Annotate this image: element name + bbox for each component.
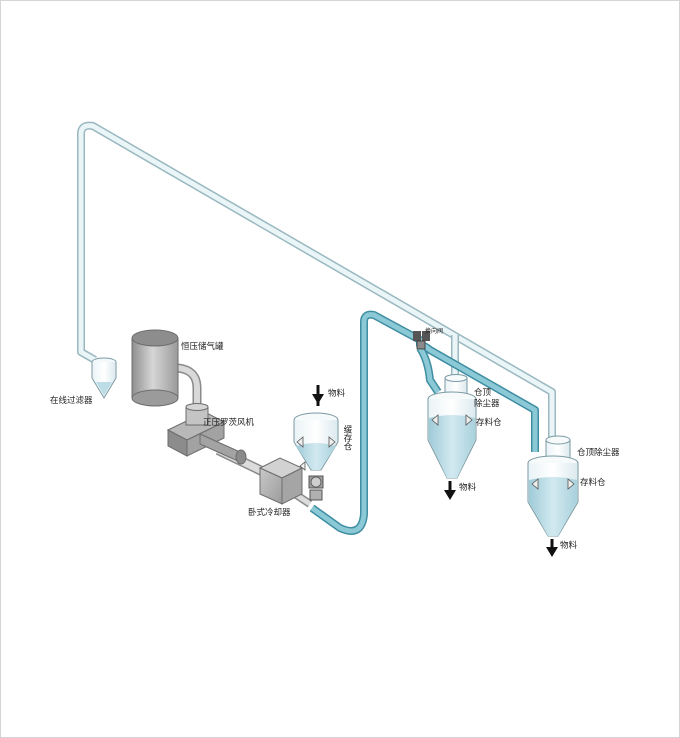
vibrator-icon: [296, 436, 336, 471]
blower-label: 正压罗茨风机: [203, 417, 255, 428]
roots-blower: [166, 403, 247, 465]
material-out-arrow-icon: [444, 490, 456, 500]
filter-label: 在线过滤器: [50, 395, 93, 406]
material-out-2-label: 物料: [560, 540, 578, 551]
buffer-bin: [293, 385, 339, 501]
online-filter: [91, 357, 117, 399]
storage-bin-2-label: 存料仓: [580, 477, 606, 488]
return-air-pipe: [77, 121, 556, 440]
cooler-label: 卧式冷却器: [248, 507, 291, 518]
conveying-pipe: [309, 310, 539, 535]
diverter-valve: [413, 331, 430, 350]
storage-bin-1: [427, 374, 477, 500]
material-in-arrow-icon: [312, 394, 324, 404]
tank-label: 恒压储气罐: [181, 341, 224, 352]
dust-collector-1-label-line2: 除尘器: [474, 398, 500, 409]
rotary-feeder: [308, 475, 324, 501]
diverter-valve-label: 换向阀: [425, 327, 443, 335]
vibrator-icon: [531, 478, 575, 490]
dust-collector-1-label-line1: 仓顶: [474, 387, 492, 398]
horizontal-cooler: [258, 457, 304, 505]
material-out-arrow-icon: [546, 547, 558, 557]
pressure-gas-tank: [131, 329, 179, 407]
dust-collector-2-label: 仓顶除尘器: [577, 447, 620, 458]
storage-bin-1-label: 存料仓: [476, 417, 502, 428]
buffer-bin-label: 缓存仓: [342, 424, 352, 450]
material-out-1-label: 物料: [459, 482, 477, 493]
storage-bin-2: [527, 435, 579, 557]
material-in-label: 物料: [328, 388, 346, 399]
vibrator-icon: [431, 414, 473, 426]
